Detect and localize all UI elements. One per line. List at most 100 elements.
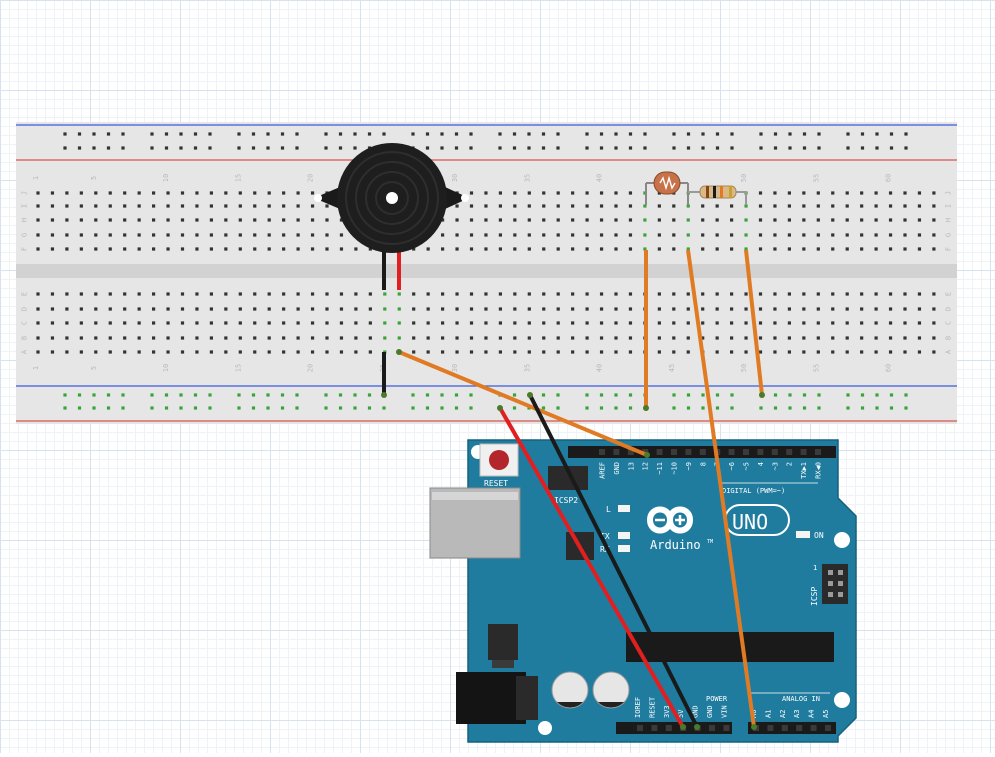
breadboard-hole (498, 321, 502, 325)
rail-hole (846, 146, 850, 150)
breadboard-hole (180, 321, 185, 325)
rail-hole (280, 393, 285, 397)
breadboard-hole (123, 191, 127, 195)
breadboard-hole (802, 292, 806, 296)
breadboard-hole (238, 292, 242, 296)
breadboard-hole (180, 336, 185, 340)
breadboard-hole (180, 233, 185, 237)
breadboard-hole (310, 233, 315, 237)
rail-hole (469, 406, 473, 410)
rail-hole (860, 146, 865, 150)
breadboard-hole (253, 336, 257, 340)
breadboard-hole (455, 321, 459, 325)
breadboard-hole (397, 321, 401, 325)
breadboard-hole (888, 321, 893, 325)
breadboard-hole (845, 350, 849, 354)
row-letter-label: G (21, 233, 29, 237)
rail-hole (628, 146, 633, 150)
breadboard-hole (397, 336, 401, 340)
rail-hole (512, 406, 517, 410)
led-tx (618, 532, 630, 539)
rail-hole (527, 132, 531, 136)
breadboard-hole (860, 307, 864, 311)
breadboard-hole (484, 350, 488, 354)
digital-pin-label: 13 (627, 462, 635, 470)
breadboard-hole (816, 191, 820, 195)
rail-hole (338, 146, 343, 150)
breadboard-hole (802, 321, 806, 325)
breadboard-hole (50, 191, 55, 195)
breadboard-hole (354, 307, 358, 311)
rail-hole (730, 406, 734, 410)
rail-hole (295, 146, 299, 150)
breadboard-hole (238, 350, 242, 354)
rail-hole (846, 132, 850, 136)
breadboard-hole (758, 350, 763, 354)
breadboard-hole (787, 321, 791, 325)
arduino-pcb (467, 439, 857, 743)
power-pin-label: GND (706, 705, 714, 718)
breadboard-hole (917, 233, 922, 237)
breadboard-hole (816, 204, 820, 208)
rail-hole (280, 406, 285, 410)
breadboard-hole (310, 191, 315, 195)
breadboard-hole (426, 307, 430, 311)
breadboard-hole (36, 307, 40, 311)
rail-hole (193, 393, 198, 397)
breadboard-hole (166, 292, 170, 296)
breadboard-hole (36, 191, 40, 195)
breadboard-hole (65, 191, 69, 195)
breadboard-hole (238, 321, 242, 325)
breadboard-hole (166, 336, 170, 340)
icsp-pin (828, 570, 833, 575)
breadboard-hole (628, 233, 633, 237)
breadboard-hole (469, 350, 474, 354)
breadboard-hole (79, 350, 83, 354)
rail-hole (208, 146, 212, 150)
breadboard-hole (296, 204, 300, 208)
icsp-pin (838, 570, 843, 575)
breadboard-hole (686, 321, 690, 325)
breadboard-hole (79, 247, 83, 251)
breadboard-hole (108, 307, 112, 311)
breadboard-hole (628, 191, 633, 195)
rail-hole (266, 393, 270, 397)
breadboard-hole (903, 321, 907, 325)
rail-hole (251, 146, 256, 150)
rail-hole (802, 132, 807, 136)
breadboard-hole (874, 307, 878, 311)
breadboard-hole (137, 321, 141, 325)
breadboard-hole (845, 307, 849, 311)
breadboard-hole (267, 350, 271, 354)
power-pin-label: VIN (720, 705, 728, 718)
rail-hole (382, 132, 386, 136)
breadboard-hole (787, 191, 791, 195)
analog-pin-label: A2 (779, 710, 787, 718)
column-number-label: 30 (451, 364, 459, 372)
breadboard-hole (296, 307, 300, 311)
breadboard-hole (686, 204, 690, 208)
row-letter-label: J (945, 191, 953, 195)
breadboard-hole (441, 247, 445, 251)
breadboard-hole (412, 292, 416, 296)
breadboard-hole (571, 218, 575, 222)
rail-hole (367, 132, 372, 136)
breadboard-hole (860, 191, 864, 195)
breadboard-hole (860, 292, 864, 296)
breadboard-hole (469, 204, 474, 208)
rail-hole (237, 406, 241, 410)
breadboard-hole (657, 247, 661, 251)
breadboard-hole (657, 233, 661, 237)
dc-power-jack (456, 672, 526, 724)
breadboard-hole (614, 321, 618, 325)
rail-hole (846, 406, 850, 410)
rail-hole (817, 393, 821, 397)
breadboard-hole (657, 321, 661, 325)
column-number-label: 40 (596, 364, 604, 372)
breadboard-hole (94, 233, 98, 237)
digital-pin-socket (699, 449, 706, 455)
reset-button[interactable] (479, 443, 519, 477)
rail-hole (179, 406, 183, 410)
breadboard-hole (282, 307, 286, 311)
